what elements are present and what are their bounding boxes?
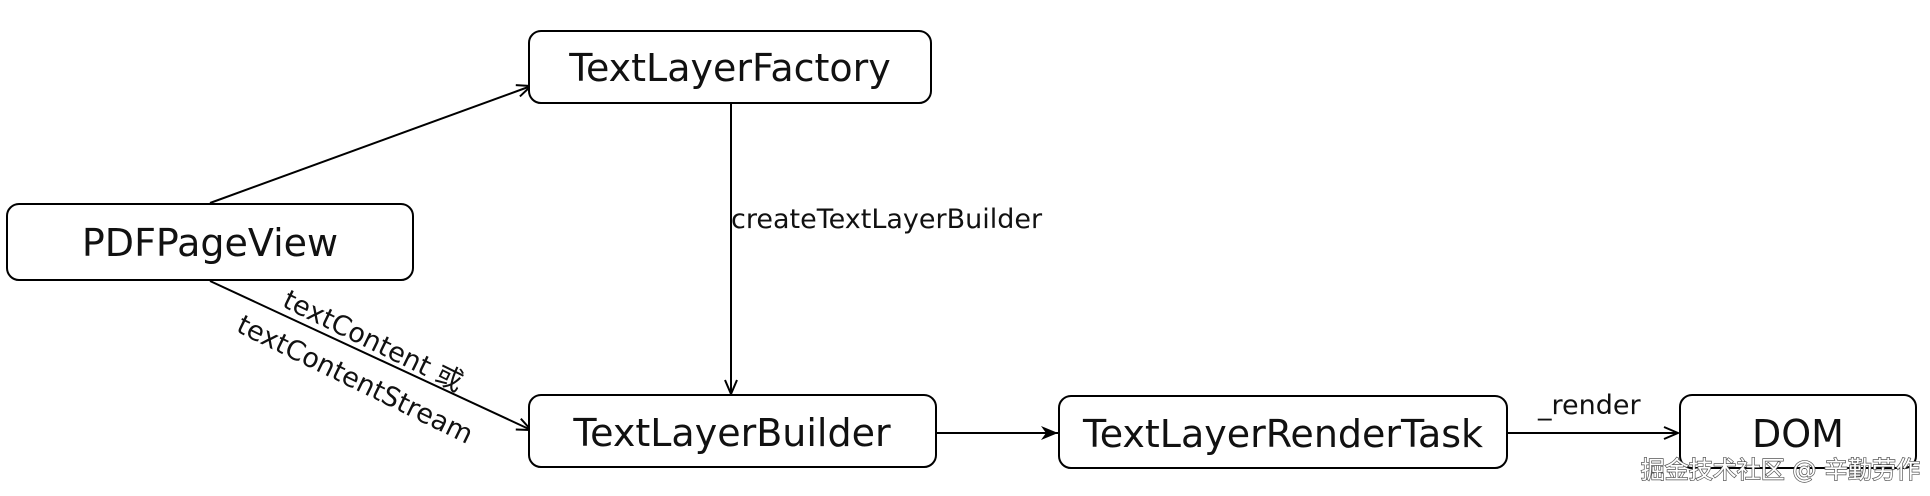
node-pdf-page-view-label: PDFPageView — [82, 221, 338, 265]
watermark-text: 掘金技术社区 @ 辛勤劳作 — [1641, 456, 1920, 484]
node-text-layer-render-task-label: TextLayerRenderTask — [1082, 412, 1483, 456]
edge-pdfpageview-to-textlayerbuilder — [209, 280, 531, 430]
node-text-layer-render-task: TextLayerRenderTask — [1058, 395, 1508, 469]
node-text-layer-factory: TextLayerFactory — [528, 30, 932, 104]
edge-label-render: _render — [1537, 390, 1641, 421]
node-dom: DOM — [1679, 394, 1917, 469]
node-text-layer-factory-label: TextLayerFactory — [568, 46, 891, 90]
edge-pdfpageview-to-textlayerfactory — [209, 86, 531, 204]
edge-label-create-text-layer-builder: createTextLayerBuilder — [731, 204, 1043, 235]
node-text-layer-builder-label: TextLayerBuilder — [572, 411, 891, 455]
node-dom-label: DOM — [1752, 412, 1844, 456]
node-pdf-page-view: PDFPageView — [6, 203, 414, 281]
node-text-layer-builder: TextLayerBuilder — [528, 394, 937, 468]
